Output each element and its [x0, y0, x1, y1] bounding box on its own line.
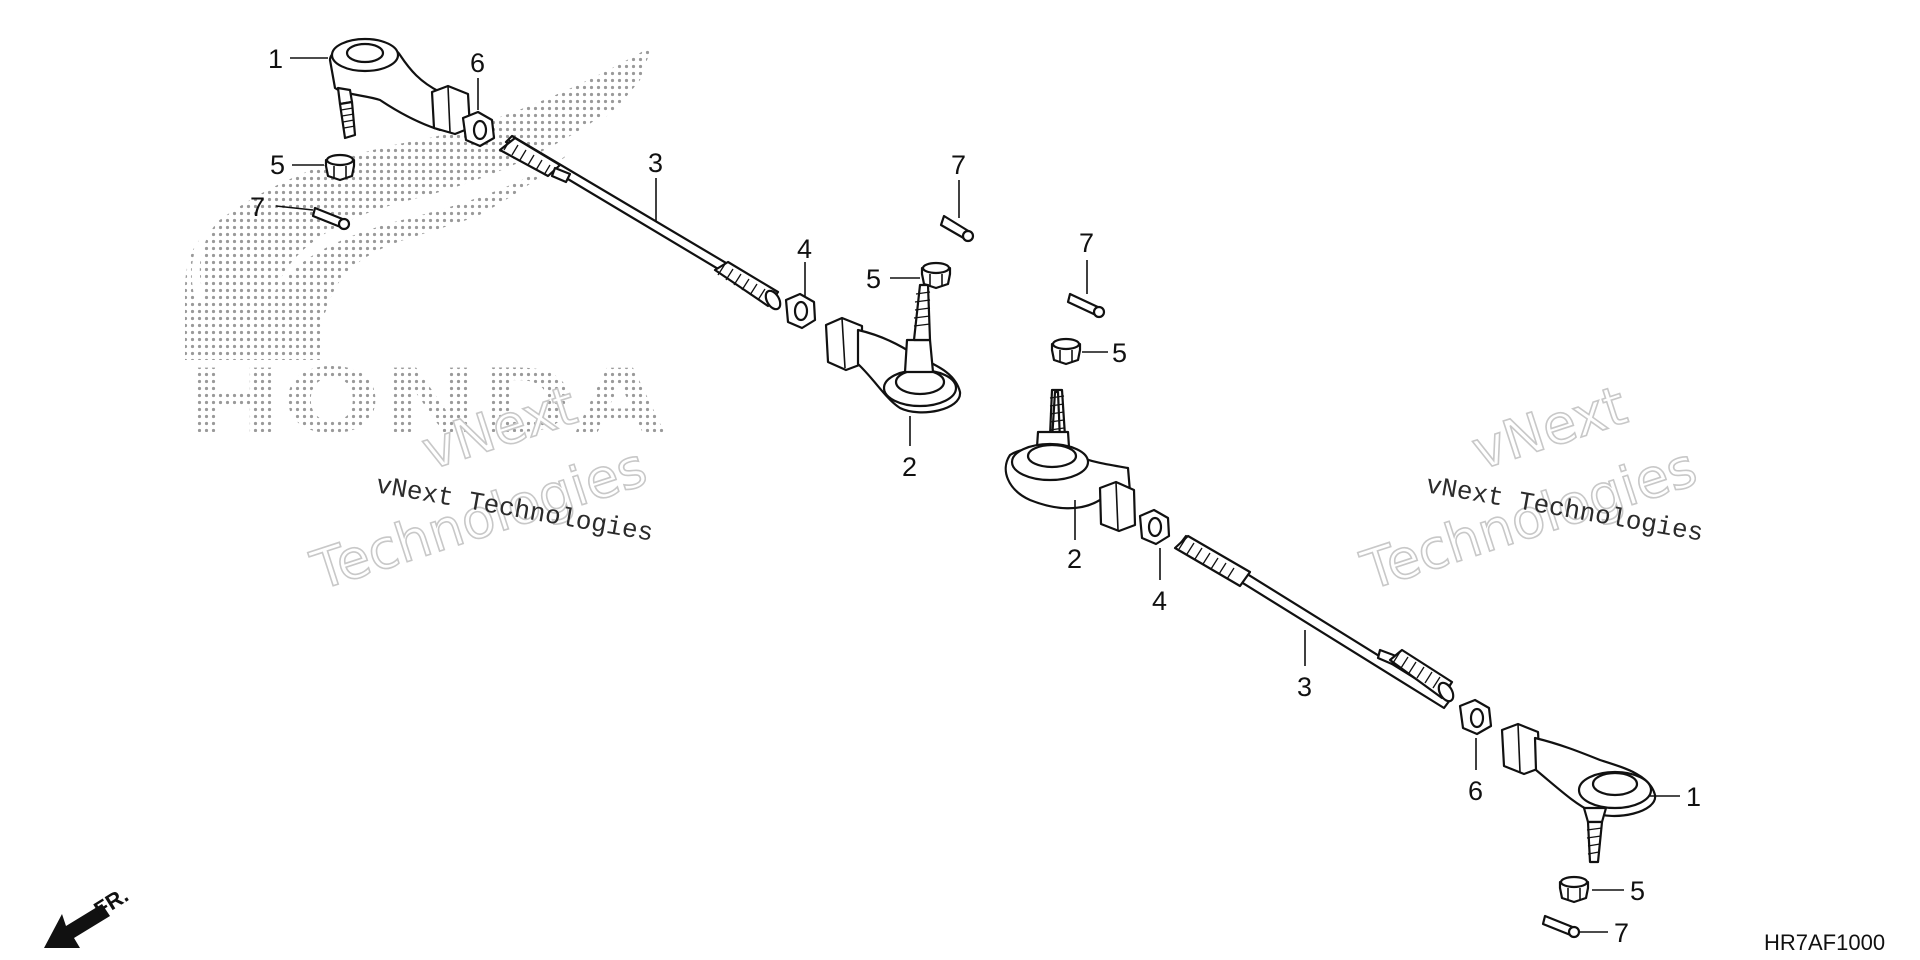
lock-nut-right	[1458, 698, 1493, 736]
callout-4-right: 4	[1152, 586, 1167, 616]
callout-5-mid-a: 5	[866, 264, 881, 294]
part-code: HR7AF1000	[1764, 930, 1885, 955]
callout-5-left: 5	[270, 150, 285, 180]
lock-nut-left	[461, 110, 496, 148]
callout-5-right: 5	[1630, 876, 1645, 906]
callout-7-mid-b: 7	[1079, 228, 1094, 258]
nut-right	[1138, 508, 1171, 546]
honda-wing-logo	[185, 46, 652, 360]
tie-rod-end-right-inner	[1004, 388, 1137, 533]
callout-7-right: 7	[1614, 918, 1629, 948]
castle-nut-mid-a	[920, 261, 952, 290]
cotter-pin-right	[1541, 914, 1581, 939]
castle-nut-right	[1558, 875, 1590, 904]
callout-5-mid-b: 5	[1112, 338, 1127, 368]
cotter-pin-mid-a	[939, 214, 975, 243]
leader-lines	[275, 57, 1680, 933]
cotter-pin-left	[311, 206, 351, 231]
callout-6-left: 6	[470, 48, 485, 78]
watermark-right: vNext Technologies vNext Technologies	[1353, 373, 1706, 604]
callout-3-right: 3	[1297, 672, 1312, 702]
nut-left	[784, 292, 817, 330]
front-direction-arrow: FR.	[44, 882, 133, 948]
callout-2-right: 2	[1067, 544, 1082, 574]
callout-1-right: 1	[1686, 782, 1701, 812]
callout-1-left: 1	[268, 44, 283, 74]
callout-6-right: 6	[1468, 776, 1483, 806]
honda-brand-watermark: HONDA	[185, 350, 665, 453]
castle-nut-mid-b	[1050, 337, 1082, 366]
callout-7-mid-a: 7	[951, 150, 966, 180]
tie-rod-end-left-outer	[328, 37, 472, 140]
callout-7-left: 7	[250, 192, 265, 222]
callout-3-left: 3	[648, 148, 663, 178]
callout-2-left: 2	[902, 452, 917, 482]
tie-rod-left	[498, 134, 782, 311]
castle-nut-left	[324, 153, 356, 182]
callout-4-left: 4	[797, 234, 812, 264]
cotter-pin-mid-b	[1066, 292, 1106, 319]
tie-rod-end-left-inner	[824, 283, 962, 414]
svg-text:HONDA: HONDA	[185, 350, 665, 453]
tie-rod-right	[1173, 534, 1455, 710]
callout-numbers: 1 6 5 7 3 7 4 5 2 7 5 2 4 3 6 1 5 7	[250, 44, 1701, 948]
tie-rod-end-right-outer	[1500, 722, 1657, 864]
